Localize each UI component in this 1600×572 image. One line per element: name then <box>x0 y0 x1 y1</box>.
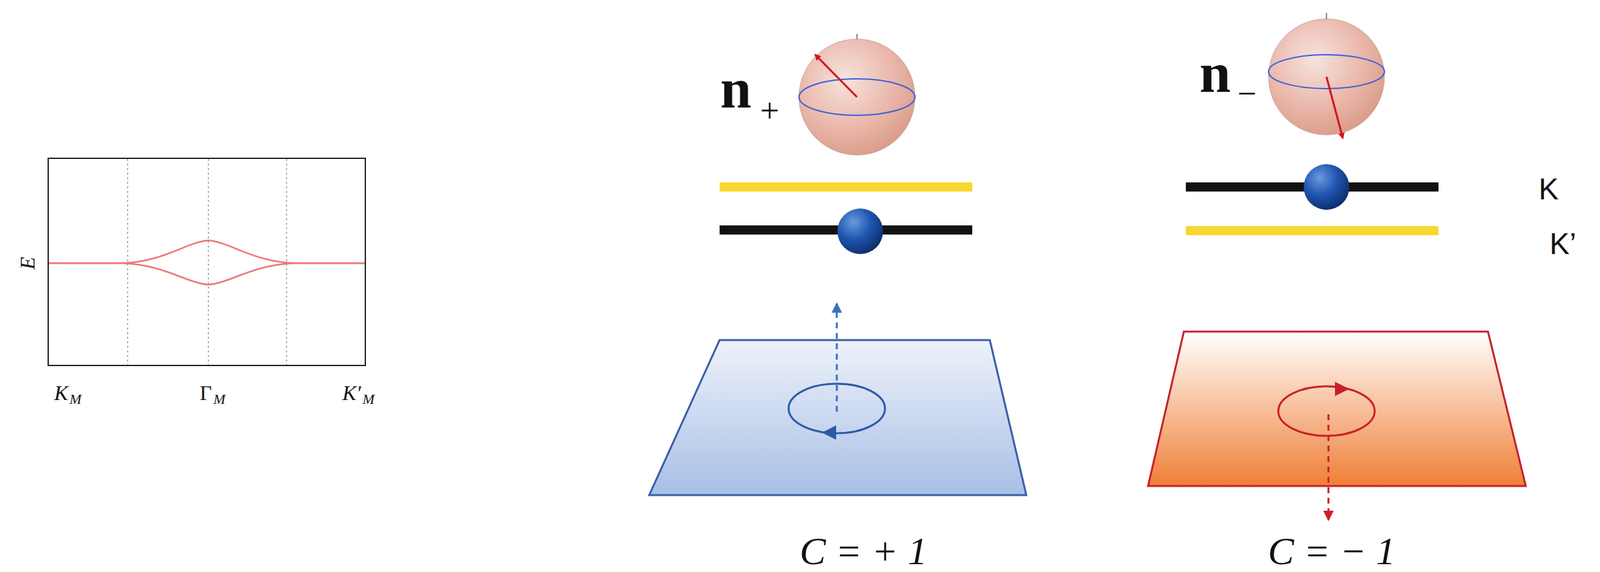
energy-levels <box>719 164 1439 254</box>
chern-number: C = + 1 <box>799 531 928 571</box>
valley-label: K’ <box>1549 228 1577 259</box>
valley-label: K <box>1538 173 1559 204</box>
vector-subscript: − <box>1237 76 1257 111</box>
chern-plane <box>1148 331 1526 520</box>
band-plot <box>48 158 366 366</box>
tick-label: K′ <box>342 382 361 404</box>
tick-subscript: M <box>213 392 226 407</box>
vector-label: n <box>720 60 752 117</box>
tick-subscript: M <box>69 392 82 407</box>
vector-label: n <box>1199 44 1231 101</box>
chern-plane <box>649 303 1027 495</box>
axis-label: E <box>16 256 38 270</box>
tick-label: K <box>54 382 68 404</box>
vector-subscript: + <box>759 93 779 128</box>
bloch-sphere <box>799 33 915 155</box>
tick-subscript: M <box>362 392 375 407</box>
bloch-sphere <box>1268 13 1385 139</box>
chern-number: C = − 1 <box>1267 531 1396 571</box>
tick-label: Γ <box>199 382 213 404</box>
